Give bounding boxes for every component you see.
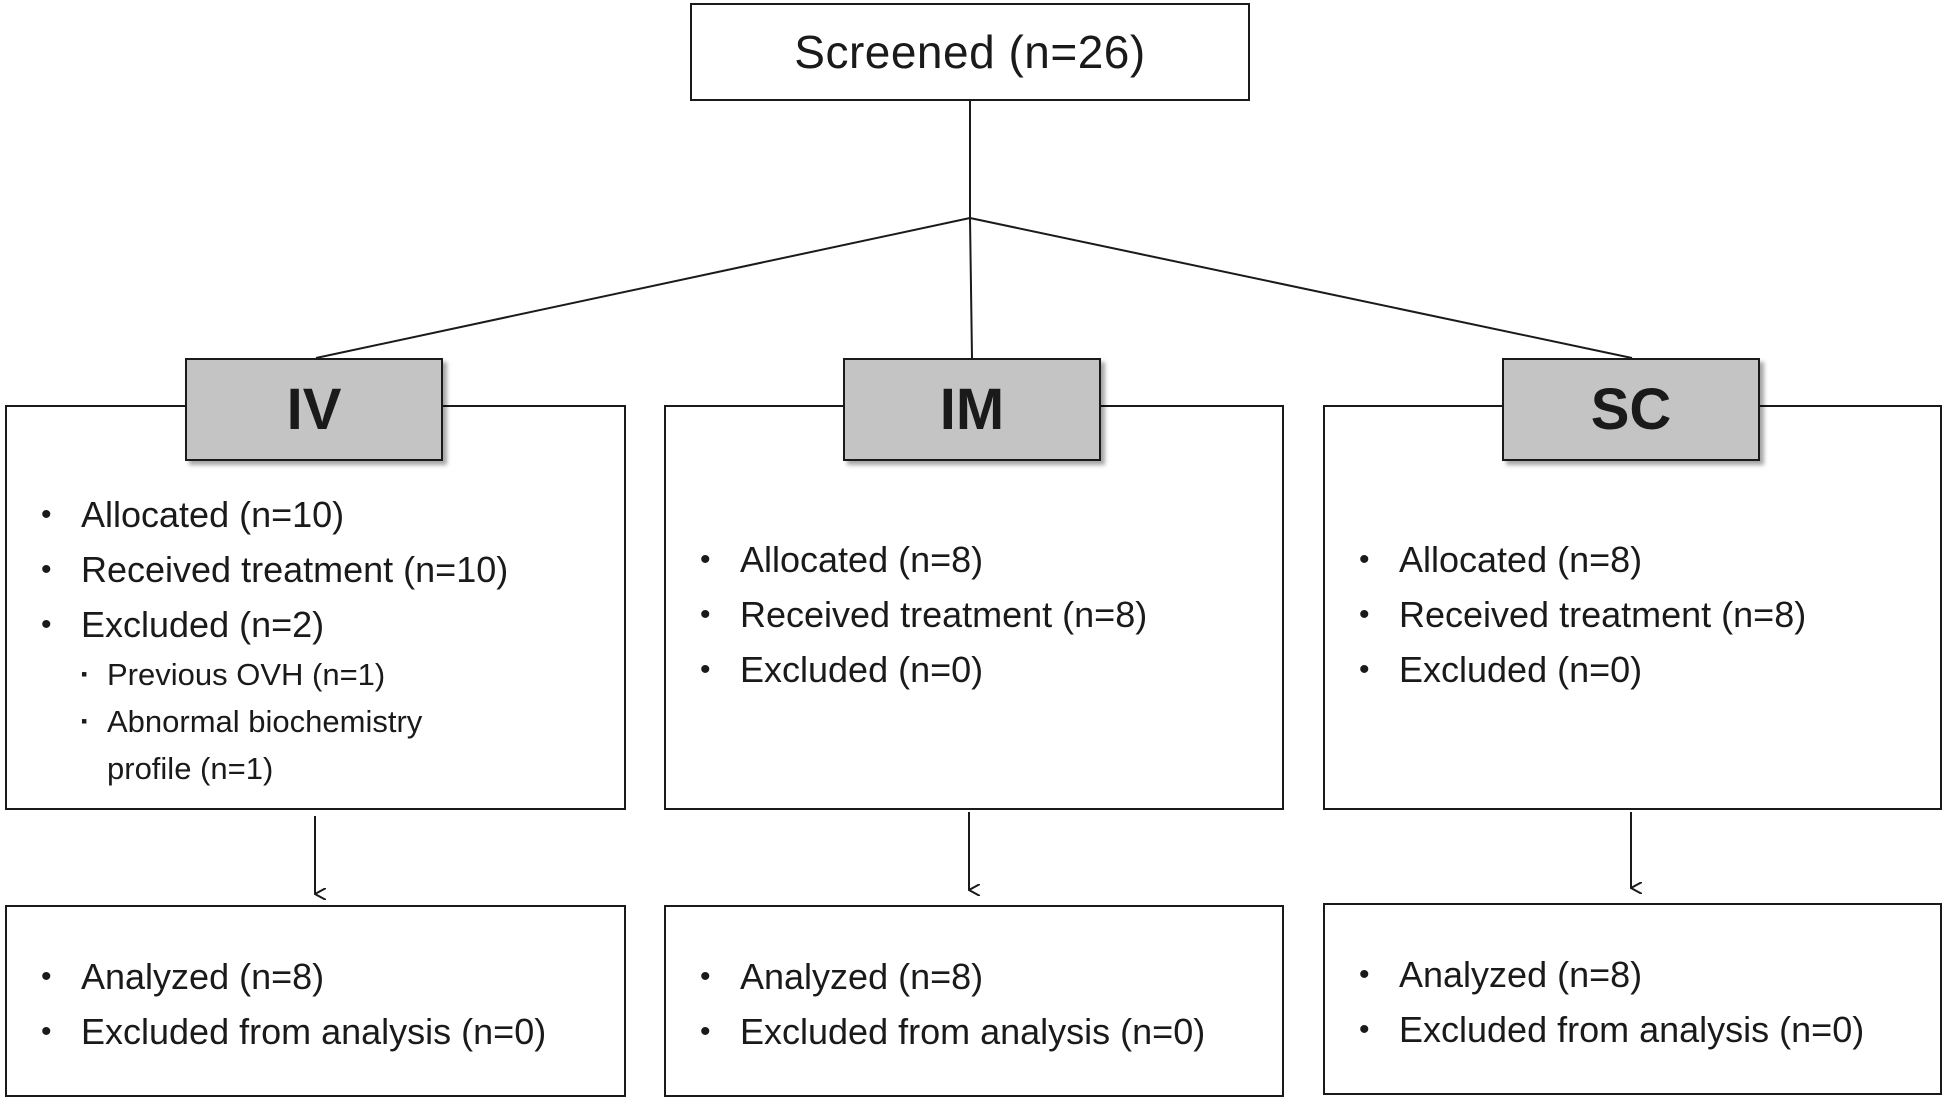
list-item: Excluded from analysis (n=0) bbox=[37, 1004, 546, 1059]
group-name: SC bbox=[1590, 377, 1672, 442]
screened-label: Screened (n=26) bbox=[794, 26, 1146, 78]
list-item: Excluded (n=0) bbox=[696, 642, 1147, 697]
list-item: Excluded (n=0) bbox=[1355, 642, 1806, 697]
group-items-sc: Allocated (n=8) Received treatment (n=8)… bbox=[1355, 532, 1806, 697]
analysis-box-iv: Analyzed (n=8) Excluded from analysis (n… bbox=[5, 905, 626, 1097]
list-item: Allocated (n=8) bbox=[1355, 532, 1806, 587]
group-items-im: Allocated (n=8) Received treatment (n=8)… bbox=[696, 532, 1147, 697]
list-item: Allocated (n=10) bbox=[37, 487, 508, 542]
analysis-box-im: Analyzed (n=8) Excluded from analysis (n… bbox=[664, 905, 1284, 1097]
group-box-im: Allocated (n=8) Received treatment (n=8)… bbox=[664, 405, 1284, 810]
branch-line-iv bbox=[315, 217, 971, 359]
group-header-sc: SC bbox=[1502, 358, 1760, 461]
exclusion-reason: Previous OVH (n=1) bbox=[71, 651, 422, 698]
group-name: IV bbox=[286, 377, 342, 442]
branch-line-sc bbox=[969, 217, 1633, 359]
exclusion-reason: Abnormal biochemistry bbox=[71, 698, 422, 745]
branch-line-im bbox=[969, 217, 973, 359]
group-box-sc: Allocated (n=8) Received treatment (n=8)… bbox=[1323, 405, 1942, 810]
list-item: Allocated (n=8) bbox=[696, 532, 1147, 587]
list-item: Analyzed (n=8) bbox=[37, 949, 546, 1004]
exclusion-reason-continued: profile (n=1) bbox=[107, 751, 274, 786]
list-item: Excluded from analysis (n=0) bbox=[696, 1004, 1205, 1059]
group-header-im: IM bbox=[843, 358, 1101, 461]
list-item: Analyzed (n=8) bbox=[1355, 947, 1864, 1002]
list-item: Received treatment (n=10) bbox=[37, 542, 508, 597]
screened-box: Screened (n=26) bbox=[690, 3, 1250, 101]
analysis-box-sc: Analyzed (n=8) Excluded from analysis (n… bbox=[1323, 903, 1942, 1095]
list-item: Excluded (n=2) bbox=[37, 597, 508, 652]
group-items-iv: Allocated (n=10) Received treatment (n=1… bbox=[37, 487, 508, 652]
analysis-items-im: Analyzed (n=8) Excluded from analysis (n… bbox=[696, 949, 1205, 1059]
list-item: Received treatment (n=8) bbox=[696, 587, 1147, 642]
group-header-iv: IV bbox=[185, 358, 443, 461]
group-name: IM bbox=[939, 377, 1005, 442]
list-item: Received treatment (n=8) bbox=[1355, 587, 1806, 642]
list-item: Analyzed (n=8) bbox=[696, 949, 1205, 1004]
analysis-items-iv: Analyzed (n=8) Excluded from analysis (n… bbox=[37, 949, 546, 1059]
group-box-iv: Allocated (n=10) Received treatment (n=1… bbox=[5, 405, 626, 810]
exclusion-reasons-iv: Previous OVH (n=1) Abnormal biochemistry bbox=[71, 651, 422, 745]
analysis-items-sc: Analyzed (n=8) Excluded from analysis (n… bbox=[1355, 947, 1864, 1057]
list-item: Excluded from analysis (n=0) bbox=[1355, 1002, 1864, 1057]
